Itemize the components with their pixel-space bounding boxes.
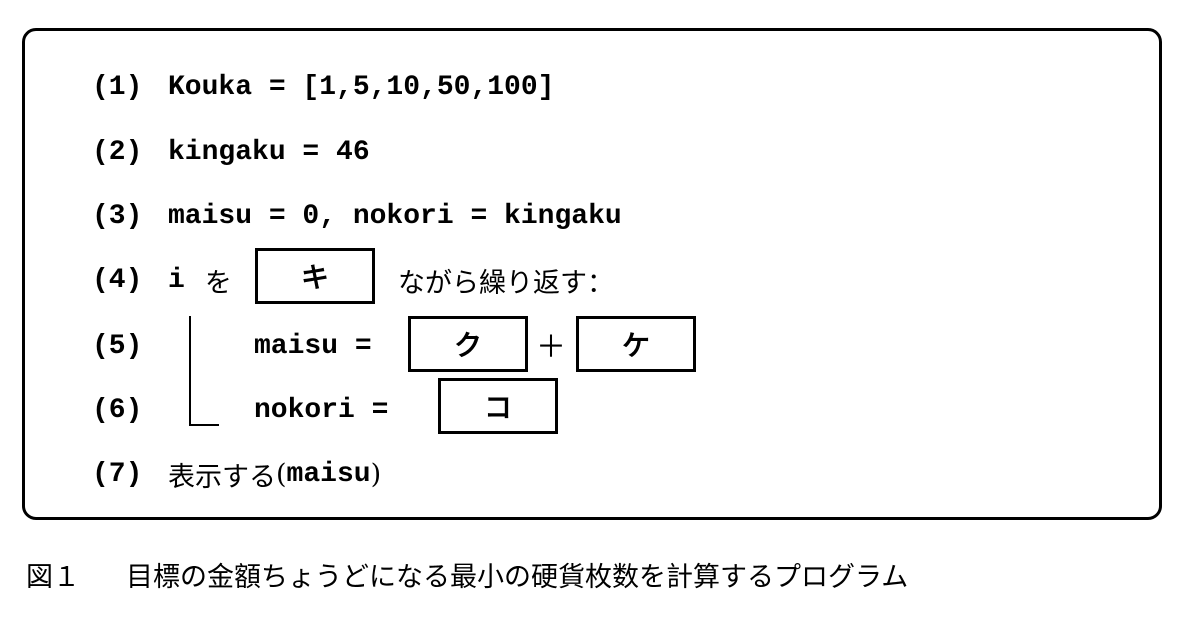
answer-blank-ke: ケ — [576, 316, 696, 372]
blank-label: ク — [453, 329, 482, 362]
line-number: (1) — [92, 71, 143, 103]
line-5-code: maisu = — [254, 326, 372, 366]
blank-label: キ — [300, 261, 329, 294]
program-line-4: (4) i を — [92, 260, 232, 300]
loop-variable: i — [168, 264, 185, 296]
program-frame — [22, 28, 1162, 520]
program-line-1: (1) Kouka = [1,5,10,50,100] — [92, 67, 554, 107]
code-text: kingaku = 46 — [168, 136, 370, 168]
answer-blank-ko: コ — [438, 378, 558, 434]
blank-label: コ — [483, 391, 512, 424]
line-number: (6) — [92, 394, 143, 426]
caption-label: 図１ — [26, 562, 80, 593]
program-line-3: (3) maisu = 0, nokori = kingaku — [92, 196, 622, 236]
program-line-5: (5) — [92, 326, 168, 366]
answer-blank-ki: キ — [255, 248, 375, 304]
program-line-7: (7) 表示する ( maisu ) — [92, 454, 381, 494]
code-text: maisu = 0, nokori = kingaku — [168, 200, 622, 232]
code-text: Kouka = [1,5,10,50,100] — [168, 71, 555, 103]
line-number: (5) — [92, 330, 143, 362]
loop-bracket-line — [189, 316, 191, 426]
program-line-6: (6) — [92, 390, 168, 430]
line-6-code: nokori = — [254, 390, 388, 430]
blank-label: ケ — [621, 329, 650, 362]
plus-text: ＋ — [536, 330, 566, 365]
line-number: (2) — [92, 136, 143, 168]
particle-text: を — [204, 267, 232, 299]
code-text: nokori = — [254, 394, 389, 426]
program-line-2: (2) kingaku = 46 — [92, 132, 370, 172]
loop-bracket-end — [189, 424, 219, 426]
loop-text: ながら繰り返す： — [398, 267, 614, 299]
caption-text: 目標の金額ちょうどになる最小の硬貨枚数を計算するプログラム — [126, 562, 909, 593]
open-paren: ( — [276, 458, 287, 490]
figure-caption: 図１ 目標の金額ちょうどになる最小の硬貨枚数を計算するプログラム — [26, 555, 908, 594]
line-number: (7) — [92, 458, 143, 490]
line-number: (3) — [92, 200, 143, 232]
plus-sign: ＋ — [536, 324, 566, 365]
loop-description: ながら繰り返す： — [398, 260, 614, 300]
code-text: maisu = — [254, 330, 372, 362]
output-argument: maisu — [286, 458, 371, 490]
answer-blank-ku: ク — [408, 316, 528, 372]
line-number: (4) — [92, 264, 143, 296]
close-paren: ) — [370, 458, 382, 490]
output-text: 表示する — [168, 461, 276, 493]
